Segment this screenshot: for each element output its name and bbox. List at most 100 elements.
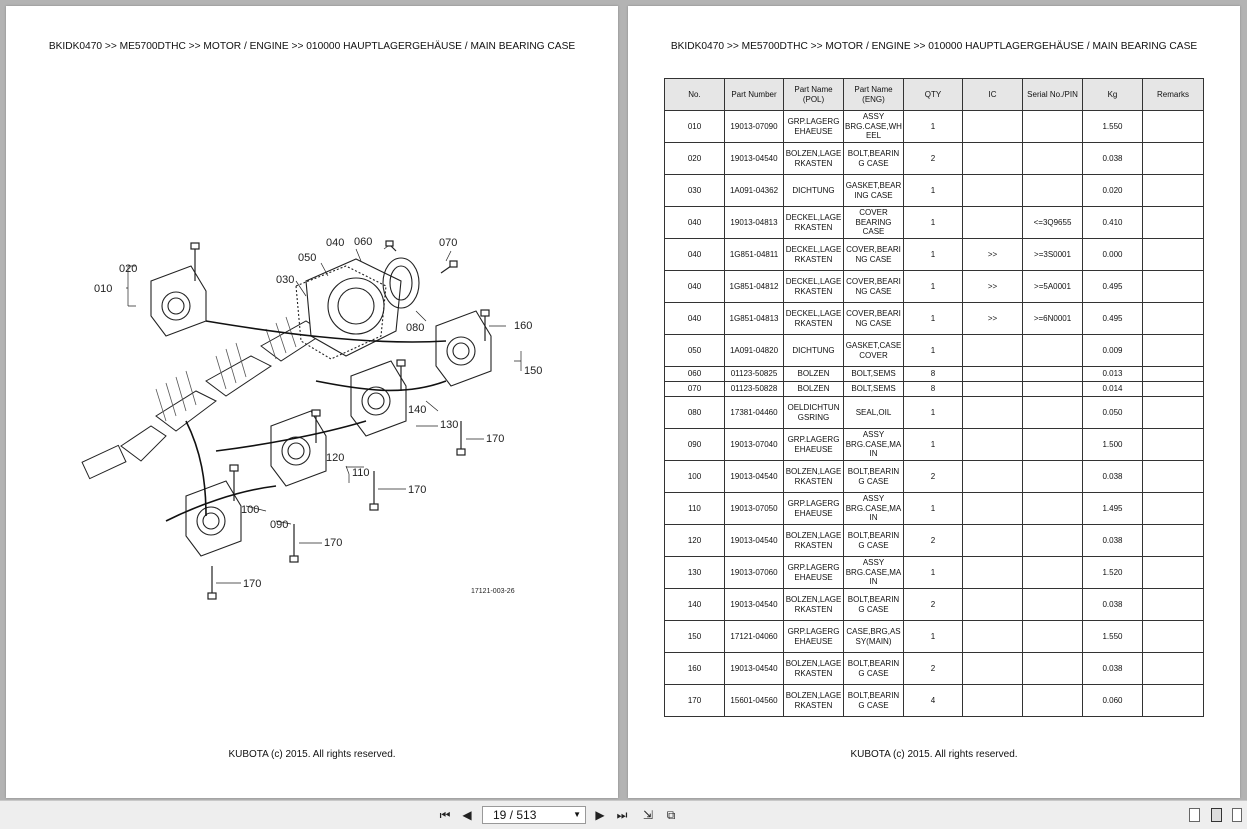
table-cell: 0.050 xyxy=(1082,396,1143,429)
svg-text:130: 130 xyxy=(440,419,458,431)
table-cell xyxy=(1022,492,1083,525)
table-cell: 19013-04813 xyxy=(724,206,784,239)
fit-page-icon[interactable]: ⇲ xyxy=(642,808,654,822)
svg-text:050: 050 xyxy=(298,252,316,264)
table-cell: 17381-04460 xyxy=(724,396,784,429)
table-cell: BOLZEN,LAGERKASTEN xyxy=(783,142,844,175)
table-cell: DECKEL,LAGERKASTEN xyxy=(783,206,844,239)
table-cell xyxy=(962,428,1023,461)
figure-number: 17121-003-26 xyxy=(471,588,515,595)
table-cell: COVER,BEARING CASE xyxy=(843,270,904,303)
table-cell xyxy=(1142,684,1204,717)
table-cell: BOLZEN,LAGERKASTEN xyxy=(783,588,844,621)
table-cell xyxy=(1142,238,1204,271)
continuous-view-icon[interactable] xyxy=(1232,808,1242,822)
table-cell: 0.020 xyxy=(1082,174,1143,207)
table-cell xyxy=(1022,366,1083,382)
table-cell: >=3S0001 xyxy=(1022,238,1083,271)
table-cell xyxy=(1142,334,1204,367)
table-cell: <=3Q9655 xyxy=(1022,206,1083,239)
first-page-icon[interactable]: ⏮ xyxy=(439,808,451,822)
table-cell: 1 xyxy=(903,270,963,303)
table-cell: 1 xyxy=(903,302,963,335)
viewer-toolbar: ⏮ ◀ 19 / 513 ▼ ▶ ⏭ ⇲ ⧉ xyxy=(0,800,1247,829)
table-cell xyxy=(1142,652,1204,685)
table-cell: 1 xyxy=(903,174,963,207)
svg-text:070: 070 xyxy=(439,237,457,249)
next-page-icon[interactable]: ▶ xyxy=(595,808,605,822)
table-cell: GASKET,BEARING CASE xyxy=(843,174,904,207)
table-cell xyxy=(962,366,1023,382)
table-cell: 1 xyxy=(903,206,963,239)
table-cell: 01123-50825 xyxy=(724,366,784,382)
table-cell xyxy=(962,142,1023,175)
svg-text:140: 140 xyxy=(408,404,426,416)
fit-width-icon[interactable]: ⧉ xyxy=(666,808,676,822)
table-cell: BOLZEN,LAGERKASTEN xyxy=(783,652,844,685)
table-cell xyxy=(1022,684,1083,717)
table-cell: 090 xyxy=(664,428,725,461)
table-cell: 110 xyxy=(664,492,725,525)
page-indicator: 19 / 513 xyxy=(493,808,537,822)
table-cell xyxy=(962,174,1023,207)
table-cell: 0.014 xyxy=(1082,381,1143,397)
svg-text:170: 170 xyxy=(408,484,426,496)
table-cell: BOLT,SEMS xyxy=(843,366,904,382)
svg-text:170: 170 xyxy=(243,578,261,590)
table-cell xyxy=(1022,556,1083,589)
table-cell: 120 xyxy=(664,524,725,557)
table-cell: 050 xyxy=(664,334,725,367)
table-cell: 1A091-04362 xyxy=(724,174,784,207)
table-cell: DECKEL,LAGERKASTEN xyxy=(783,238,844,271)
table-cell: 1 xyxy=(903,396,963,429)
table-cell: 040 xyxy=(664,270,725,303)
column-header: IC xyxy=(962,78,1023,111)
table-cell: CASE,BRG,ASSY(MAIN) xyxy=(843,620,904,653)
table-cell: 0.038 xyxy=(1082,588,1143,621)
table-cell xyxy=(1142,428,1204,461)
table-cell: 040 xyxy=(664,206,725,239)
table-cell xyxy=(962,620,1023,653)
table-cell xyxy=(1142,588,1204,621)
table-cell: 19013-04540 xyxy=(724,652,784,685)
table-cell xyxy=(1142,110,1204,143)
table-cell: 130 xyxy=(664,556,725,589)
table-cell xyxy=(962,492,1023,525)
table-cell: 0.038 xyxy=(1082,524,1143,557)
breadcrumb: BKIDK0470 >> ME5700DTHC >> MOTOR / ENGIN… xyxy=(48,41,576,52)
facing-view-icon[interactable] xyxy=(1211,808,1222,822)
column-header: QTY xyxy=(903,78,963,111)
chevron-down-icon: ▼ xyxy=(573,810,581,819)
table-cell xyxy=(1022,381,1083,397)
table-cell: 1A091-04820 xyxy=(724,334,784,367)
table-cell: BOLZEN,LAGERKASTEN xyxy=(783,684,844,717)
table-cell: 2 xyxy=(903,588,963,621)
table-cell: 170 xyxy=(664,684,725,717)
prev-page-icon[interactable]: ◀ xyxy=(462,808,472,822)
table-cell xyxy=(1022,334,1083,367)
table-cell: 030 xyxy=(664,174,725,207)
single-page-view-icon[interactable] xyxy=(1189,808,1200,822)
svg-text:060: 060 xyxy=(354,236,372,248)
table-cell xyxy=(1142,492,1204,525)
table-cell: BOLZEN xyxy=(783,366,844,382)
svg-text:080: 080 xyxy=(406,322,424,334)
assembly-lines xyxy=(165,320,447,522)
table-cell: 0.038 xyxy=(1082,652,1143,685)
breadcrumb: BKIDK0470 >> ME5700DTHC >> MOTOR / ENGIN… xyxy=(670,41,1198,52)
table-cell: BOLT,BEARING CASE xyxy=(843,652,904,685)
page-number-select[interactable]: 19 / 513 ▼ xyxy=(482,806,586,824)
table-cell: BOLT,BEARING CASE xyxy=(843,524,904,557)
last-page-icon[interactable]: ⏭ xyxy=(616,808,628,822)
table-cell xyxy=(1022,396,1083,429)
svg-text:150: 150 xyxy=(524,365,542,377)
table-cell xyxy=(1022,620,1083,653)
table-cell: ASSY BRG.CASE,MAIN xyxy=(843,492,904,525)
